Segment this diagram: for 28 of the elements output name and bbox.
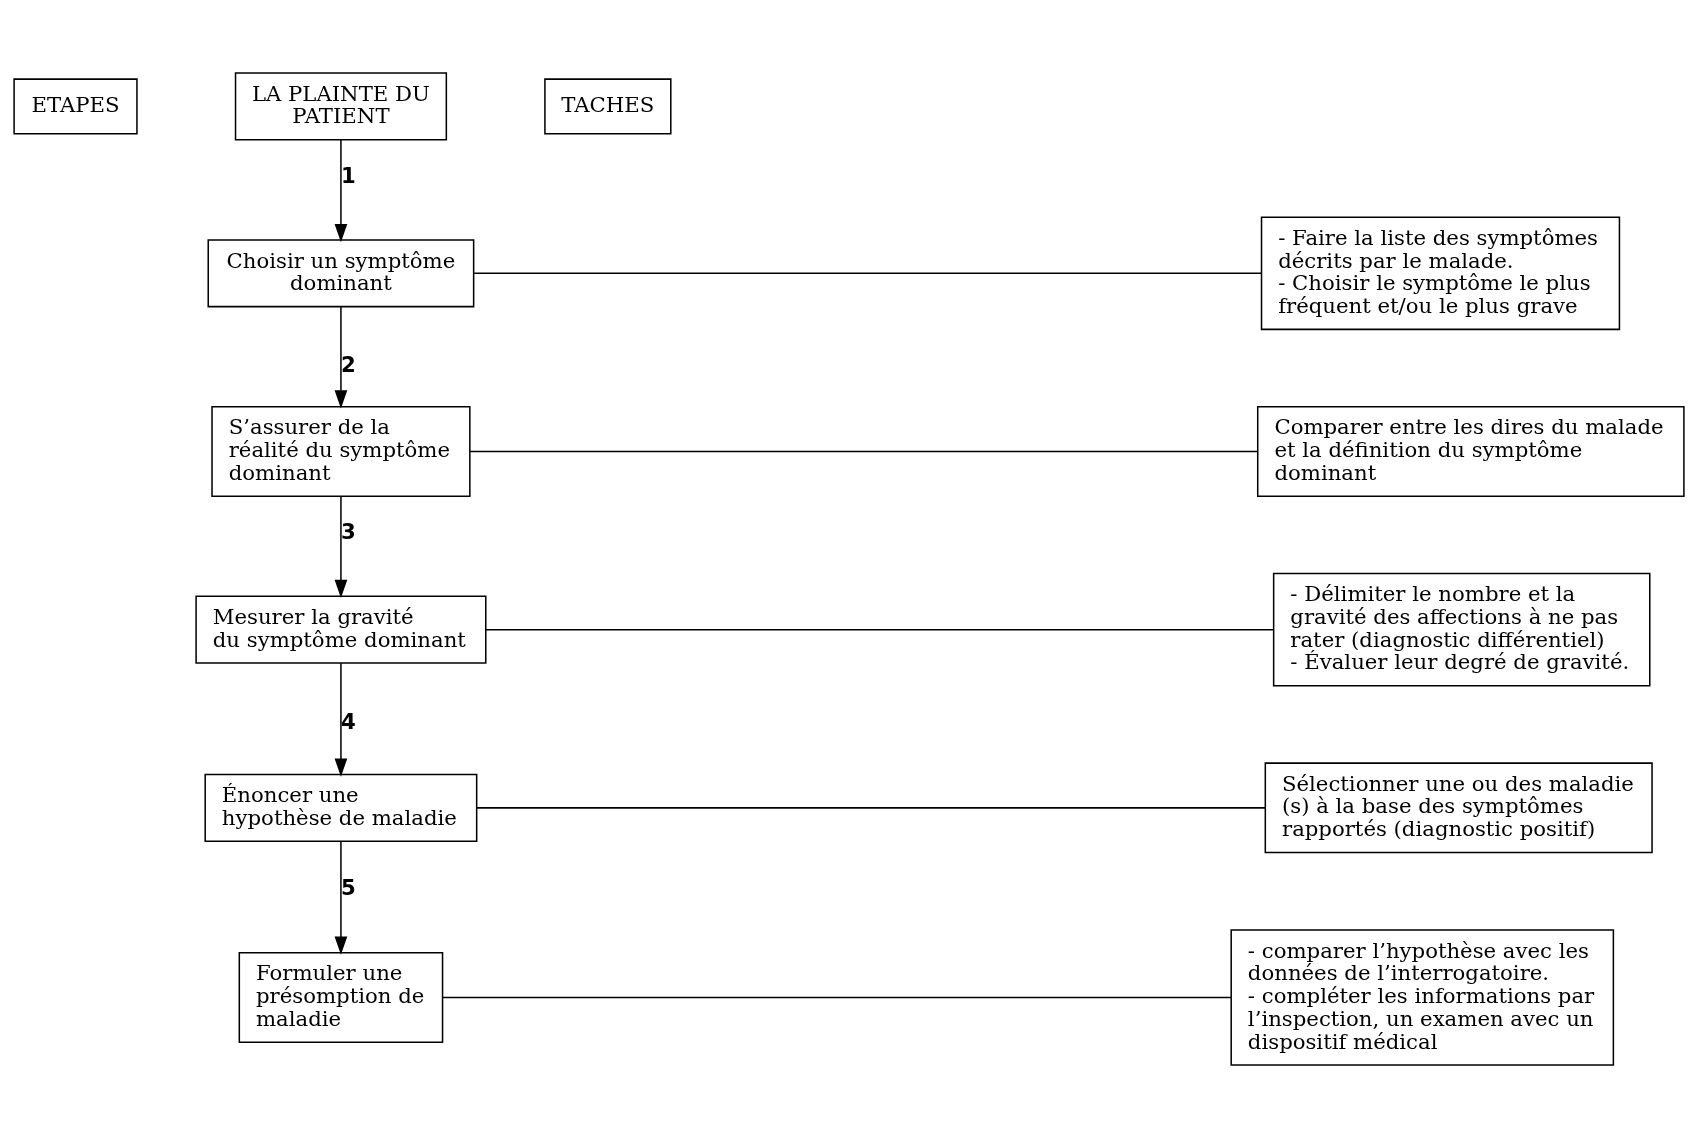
node-box: - Faire la liste des symptômes décrits par le malade. - Choisir le symptôme le plus fréquent et/ou le plus grave [1260,216,1621,331]
connector [469,450,1259,453]
connector [473,272,1262,274]
arrow [334,306,348,409]
node-box: Comparer entre les dires du malade et la définition du symptôme dominant [1256,405,1685,497]
node-box: Mesurer la gravité du symptôme dominant [195,595,487,664]
connector [442,996,1232,999]
edge-label: 5 [340,875,356,901]
edge-label: 3 [340,518,356,544]
arrow [334,840,348,955]
node-box: - Délimiter le nombre et la gravité des affections à ne pas rater (diagnostic différentiel) - Évaluer leur degré de gravité. [1272,572,1651,687]
node-box: Énoncer une hypothèse de maladie [204,773,478,842]
node-box: LA PLAINTE DU PATIENT [234,72,448,141]
node-box: TACHES [544,78,672,135]
node-box: Sélectionner une ou des maladie (s) à la base des symptômes rapportés (diagnostic positif) [1264,762,1653,854]
node-box: Formuler une présomption de maladie [238,951,444,1043]
connector [476,807,1266,809]
edge-label: 1 [340,162,356,188]
node-box: Choisir un symptôme dominant [207,239,475,308]
edge-label: 4 [340,708,356,734]
arrow [334,139,348,243]
arrow [334,495,348,599]
edge-label: 2 [340,352,356,378]
arrow [334,662,348,777]
connector [485,628,1275,631]
node-box: ETAPES [13,78,138,135]
node-box: - comparer l’hypothèse avec les données de l’interrogatoire. - compléter les informations par l’inspection, un examen avec un dispositif médical [1230,929,1615,1066]
node-box: S’assurer de la réalité du symptôme dominant [211,405,471,497]
